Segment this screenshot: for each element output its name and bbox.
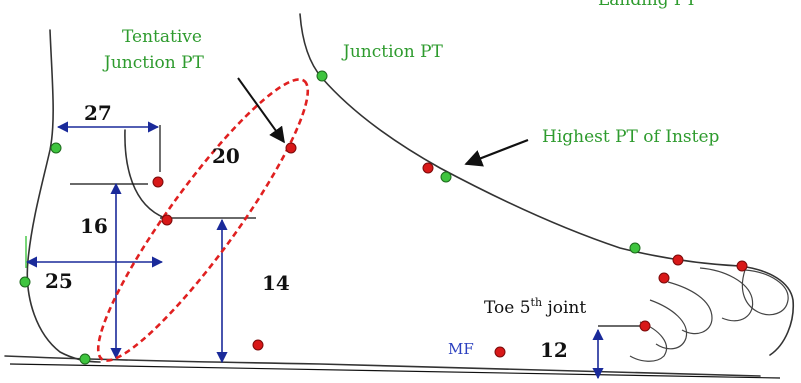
toe-4 bbox=[649, 299, 688, 350]
point-heel-back bbox=[50, 142, 62, 154]
label-tentative-line2: Junction PT bbox=[102, 53, 205, 73]
instep-pointer-arrow bbox=[464, 138, 529, 167]
point-heel-25 bbox=[19, 276, 31, 288]
label-mf: MF bbox=[448, 340, 474, 358]
dimension-arrows bbox=[25, 121, 604, 380]
dim-label-16: 16 bbox=[80, 214, 108, 238]
dim-label-27: 27 bbox=[84, 101, 112, 125]
instep-outline bbox=[299, 13, 795, 356]
point-sole bbox=[252, 339, 264, 351]
tentative-pointer-arrow bbox=[237, 77, 285, 144]
point-highest-instep bbox=[440, 171, 452, 183]
junction-ellipse bbox=[96, 78, 310, 362]
toe-5 bbox=[629, 321, 668, 362]
label-junction-pt: Junction PT bbox=[341, 42, 444, 62]
label-highest-instep: Highest PT of Instep bbox=[542, 127, 720, 147]
point-ankle bbox=[152, 176, 164, 188]
labels: Landing PT Tentative Junction PT Junctio… bbox=[45, 0, 720, 362]
point-toe-tip bbox=[736, 260, 748, 272]
point-heel-ground bbox=[79, 353, 91, 365]
points bbox=[19, 70, 748, 365]
toe-label-prefix: Toe 5 bbox=[484, 298, 531, 318]
point-mf bbox=[494, 346, 506, 358]
sole-line bbox=[4, 355, 761, 377]
point-heel-curve bbox=[161, 214, 173, 226]
toe-2 bbox=[699, 267, 754, 322]
point-instep-front bbox=[629, 242, 641, 254]
point-toe-5th-joint bbox=[639, 320, 651, 332]
heel-outline bbox=[26, 29, 101, 363]
ankle-inner-curve bbox=[124, 129, 166, 219]
point-tentative-junction bbox=[285, 142, 297, 154]
dim-label-25: 25 bbox=[45, 269, 73, 293]
dim-label-20: 20 bbox=[212, 144, 240, 168]
point-toe-top bbox=[672, 254, 684, 266]
point-toe-mid bbox=[658, 272, 670, 284]
label-landing-pt: Landing PT bbox=[598, 0, 697, 10]
ground-line bbox=[9, 363, 781, 379]
dim-label-12: 12 bbox=[540, 338, 568, 362]
dim-label-14: 14 bbox=[262, 271, 290, 295]
point-junction bbox=[316, 70, 328, 82]
foot-outline bbox=[4, 13, 795, 379]
point-instep-red bbox=[422, 162, 434, 174]
toe-1 bbox=[741, 269, 789, 316]
toe-label-suffix: joint bbox=[542, 298, 586, 318]
reference-lines bbox=[25, 125, 642, 327]
label-toe-5th-joint: Toe 5th joint bbox=[484, 296, 586, 318]
label-tentative-line1: Tentative bbox=[122, 27, 202, 47]
toe-3 bbox=[667, 281, 713, 335]
toe-label-sup: th bbox=[531, 296, 543, 309]
